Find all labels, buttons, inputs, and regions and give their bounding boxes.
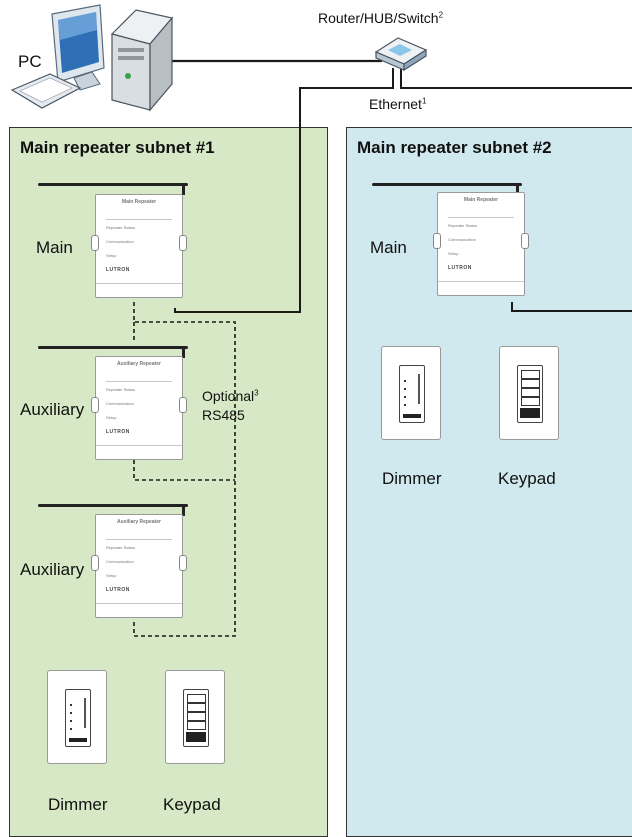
repeater-setup-text: Setup	[106, 253, 117, 258]
subnet-1-dimmer-label: Dimmer	[48, 795, 108, 814]
repeater-status-text: Repeater Status	[106, 225, 135, 230]
rs485-dashed-aux1	[133, 460, 235, 481]
aux-repeater-1: Auxiliary Repeater Repeater Status Commu…	[91, 356, 187, 460]
lutron-logo: LUTRON	[106, 429, 130, 435]
repeater-status-text: Repeater Status	[106, 387, 135, 392]
keypad-icon	[183, 689, 209, 747]
lutron-logo: LUTRON	[448, 265, 472, 271]
ethernet-label: Ethernet1	[369, 96, 427, 112]
subnet-1-main-label: Main	[36, 238, 73, 257]
antenna-stub-4	[516, 183, 519, 195]
subnet-1-title: Main repeater subnet #1	[20, 138, 215, 157]
subnet-1-aux-2-label: Auxiliary	[20, 560, 85, 579]
subnet-2-main-label: Main	[370, 238, 407, 257]
subnet-1-aux-1-label: Auxiliary	[20, 400, 85, 419]
main-repeater-1: Main Repeater Repeater Status Communicat…	[91, 194, 187, 298]
dimmer-icon	[399, 365, 425, 423]
main-repeater-antenna-2	[372, 183, 522, 186]
repeater-setup-text: Setup	[448, 251, 459, 256]
aux-repeater-antenna-2	[38, 504, 188, 507]
dimmer-device-2	[381, 346, 441, 440]
keypad-icon	[517, 365, 543, 423]
aux-repeater-antenna-1	[38, 346, 188, 349]
rs485-dashed-link	[133, 302, 236, 637]
keypad-device-1	[165, 670, 225, 764]
repeater-title: Main Repeater	[463, 197, 499, 203]
mount-tab-right	[521, 233, 529, 249]
mount-tab-left	[433, 233, 441, 249]
aux-repeater-2: Auxiliary Repeater Repeater Status Commu…	[91, 514, 187, 618]
repeater-communication-text: Communication	[448, 237, 476, 242]
repeater-title: Auxiliary Repeater	[117, 361, 161, 367]
main-repeater-2: Main Repeater Repeater Status Communicat…	[433, 192, 529, 296]
pc-group: PC	[0, 0, 175, 125]
computer-icon	[10, 4, 174, 112]
optional-label: Optional3	[202, 388, 259, 404]
mount-tab-right	[179, 555, 187, 571]
repeater-status-text: Repeater Status	[448, 223, 477, 228]
subnet-1-keypad-label: Keypad	[163, 795, 221, 814]
mount-tab-right	[179, 235, 187, 251]
ethernet-cable-subnet-2	[400, 68, 632, 89]
subnet-2-title: Main repeater subnet #2	[357, 138, 552, 157]
repeater-status-text: Repeater Status	[106, 545, 135, 550]
repeater-title: Auxiliary Repeater	[117, 519, 161, 525]
subnet-2-keypad-label: Keypad	[498, 469, 556, 488]
main-repeater-antenna-1	[38, 183, 188, 186]
subnet-2-dimmer-label: Dimmer	[382, 469, 442, 488]
lutron-logo: LUTRON	[106, 267, 130, 273]
repeater-title: Main Repeater	[121, 199, 157, 205]
router-label: Router/HUB/Switch2	[318, 10, 444, 26]
lutron-logo: LUTRON	[106, 587, 130, 593]
dimmer-icon	[65, 689, 91, 747]
keypad-device-2	[499, 346, 559, 440]
subnet-2-main-cable	[511, 302, 632, 312]
mount-tab-left	[91, 555, 99, 571]
mount-tab-left	[91, 397, 99, 413]
repeater-setup-text: Setup	[106, 415, 117, 420]
repeater-communication-text: Communication	[106, 559, 134, 564]
router-icon	[374, 37, 428, 72]
subnet-2-panel: Main repeater subnet #2	[346, 127, 632, 837]
mount-tab-right	[179, 397, 187, 413]
repeater-setup-text: Setup	[106, 573, 117, 578]
dimmer-device-1	[47, 670, 107, 764]
repeater-communication-text: Communication	[106, 239, 134, 244]
ethernet-cable-subnet-1	[174, 68, 394, 313]
repeater-communication-text: Communication	[106, 401, 134, 406]
pc-label: PC	[18, 52, 42, 71]
mount-tab-left	[91, 235, 99, 251]
antenna-stub-2	[182, 346, 185, 358]
antenna-stub-3	[182, 504, 185, 516]
rs485-label: RS485	[202, 407, 245, 423]
antenna-stub-1	[182, 183, 185, 195]
